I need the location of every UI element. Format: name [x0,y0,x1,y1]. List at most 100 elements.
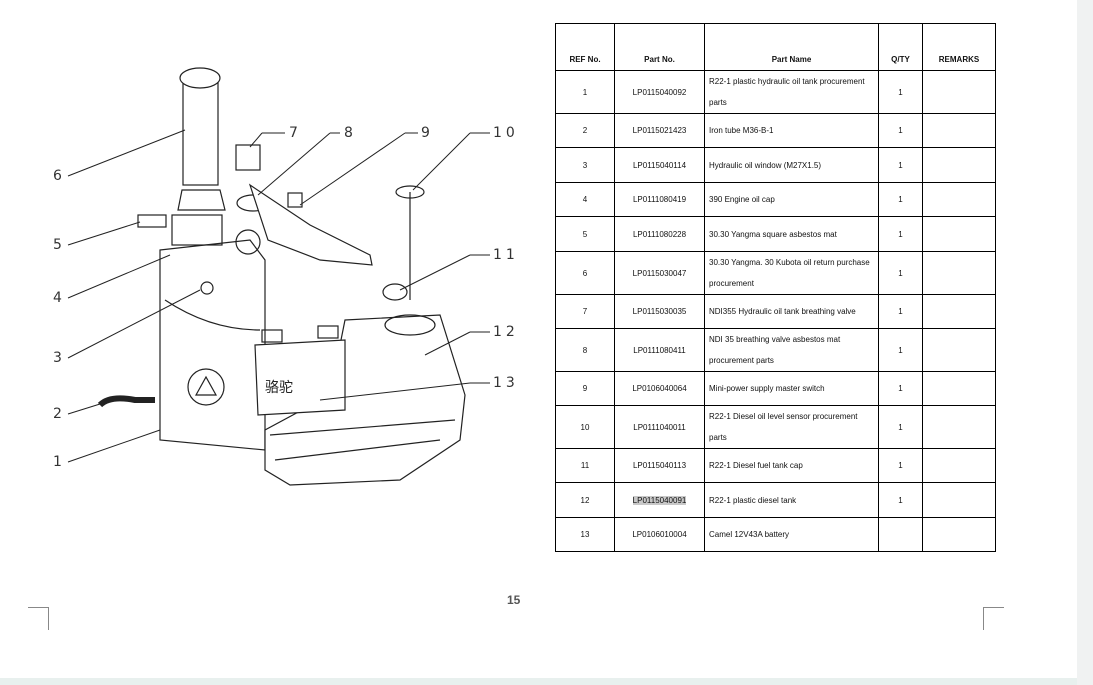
part-name-cell: 390 Engine oil cap [704,182,879,217]
part-name-cell: Iron tube M36-B-1 [704,113,879,148]
callout-9: 9 [421,125,430,141]
qty-cell: 1 [878,482,923,518]
callout-3: 3 [53,350,62,366]
selected-text[interactable]: LP0115040091 [632,495,687,505]
remarks-cell [922,482,996,518]
callout-11: 11 [493,247,519,263]
ref-cell: 12 [555,482,615,518]
qty-cell: 1 [878,182,923,217]
ref-cell: 6 [555,251,615,295]
part-no-cell: LP0111080419 [614,182,705,217]
qty-cell: 1 [878,251,923,295]
breathing-valve [235,144,261,171]
logo-icon [187,368,225,406]
remarks-cell [922,251,996,295]
part-no-cell: LP0115040114 [614,147,705,183]
callout-10: 10 [493,125,519,141]
part-no-cell: LP0111080411 [614,328,705,372]
qty-cell: 1 [878,405,923,449]
qty-cell: 1 [878,294,923,329]
part-no-cell: LP0115030035 [614,294,705,329]
part-no-cell: LP0106040064 [614,371,705,406]
part-name-cell: Hydraulic oil window (M27X1.5) [704,147,879,183]
part-name-cell: NDI 35 breathing valve asbestos mat proc… [704,328,879,372]
parts-table: REF No. Part No. Part Name Q/TY REMARKS … [555,23,996,552]
ref-cell: 3 [555,147,615,183]
ref-cell: 2 [555,113,615,148]
ref-cell: 7 [555,294,615,329]
part-no-cell: LP0111080228 [614,216,705,252]
fuel-cap [382,283,408,301]
part-no-cell: LP0111040011 [614,405,705,449]
header-ref: REF No. [555,23,615,71]
square-mat [171,214,223,246]
ref-cell: 9 [555,371,615,406]
remarks-cell [922,405,996,449]
part-name-cell: NDI355 Hydraulic oil tank breathing valv… [704,294,879,329]
callout-4: 4 [53,290,62,306]
scrollbar-track[interactable] [1077,0,1093,685]
remarks-cell [922,517,996,552]
header-part-name: Part Name [704,23,879,71]
part-no-cell: LP0106010004 [614,517,705,552]
header-qty: Q/TY [878,23,923,71]
ref-cell: 1 [555,70,615,114]
callout-7: 7 [289,125,298,141]
qty-cell: 1 [878,147,923,183]
ref-cell: 10 [555,405,615,449]
crop-mark [28,607,49,630]
page-number: 15 [507,593,521,607]
ref-cell: 13 [555,517,615,552]
part-name-cell: R22-1 Diesel oil level sensor procuremen… [704,405,879,449]
ref-cell: 8 [555,328,615,372]
valve [137,214,167,228]
remarks-cell [922,147,996,183]
part-name-cell: R22-1 Diesel fuel tank cap [704,448,879,483]
remarks-cell [922,448,996,483]
callout-13: 13 [493,375,519,391]
callout-12: 12 [493,324,519,340]
battery-label: 骆驼 [265,379,293,395]
remarks-cell [922,182,996,217]
part-name-cell: 30.30 Yangma square asbestos mat [704,216,879,252]
part-name-cell: R22-1 plastic hydraulic oil tank procure… [704,70,879,114]
ref-cell: 4 [555,182,615,217]
exploded-parts-diagram: 骆驼 1 2 3 4 5 6 7 8 9 10 11 12 13 [53,67,519,486]
qty-cell: 1 [878,70,923,114]
header-part-no: Part No. [614,23,705,71]
callout-5: 5 [53,237,62,253]
qty-cell: 1 [878,216,923,252]
oil-return-pipe [182,79,219,186]
iron-tube [97,395,155,408]
callout-2: 2 [53,406,62,422]
remarks-cell [922,294,996,329]
crop-mark [983,607,1004,630]
callout-1: 1 [53,454,62,470]
callout-6: 6 [53,168,62,184]
part-no-cell: LP0115040113 [614,448,705,483]
part-no-cell: LP0115040092 [614,70,705,114]
part-name-cell: Camel 12V43A battery [704,517,879,552]
remarks-cell [922,113,996,148]
part-no-cell: LP0115030047 [614,251,705,295]
hydraulic-tank [159,239,266,451]
qty-cell: 1 [878,371,923,406]
qty-cell: 1 [878,113,923,148]
qty-cell: 1 [878,328,923,372]
part-name-cell: 30.30 Yangma. 30 Kubota oil return purch… [704,251,879,295]
remarks-cell [922,216,996,252]
part-name-cell: R22-1 plastic diesel tank [704,482,879,518]
master-switch [287,192,303,208]
oil-window [200,281,214,295]
remarks-cell [922,371,996,406]
